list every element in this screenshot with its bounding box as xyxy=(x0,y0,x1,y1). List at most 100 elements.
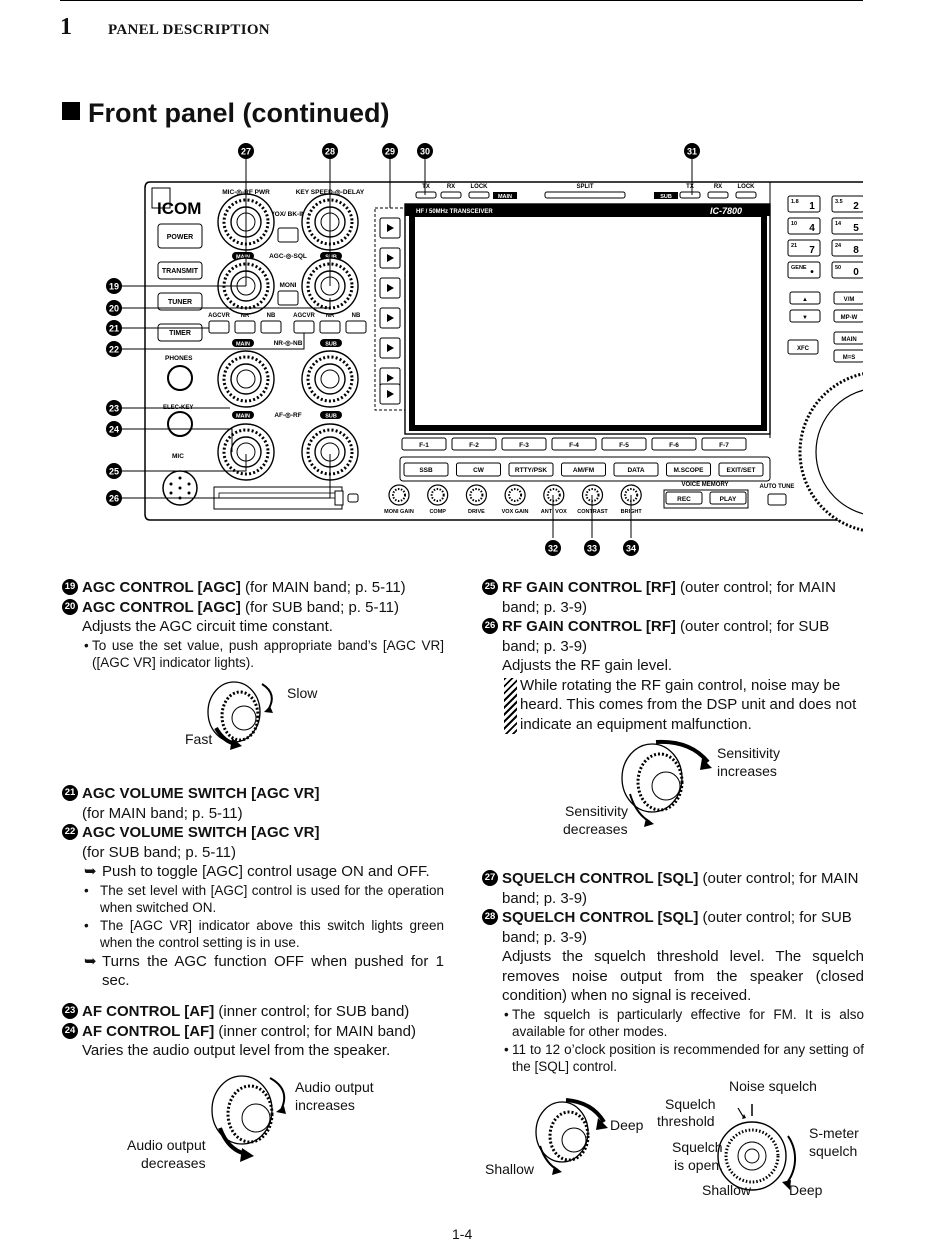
callout-left-5: 24 xyxy=(109,425,119,435)
callout-bottom-2: 34 xyxy=(626,544,636,554)
bottom-knob-label-1: MONI GAIN xyxy=(384,509,414,515)
af-rf-main-knob xyxy=(216,422,276,482)
callout-left-2: 21 xyxy=(109,324,119,334)
fast-label: Fast xyxy=(185,731,212,747)
sub-tag-2: SUB xyxy=(325,342,337,348)
keypad-key-5: 8 xyxy=(853,245,859,256)
moni-label: MONI xyxy=(280,282,297,289)
mpw-key: MP-W xyxy=(841,315,858,321)
callout-28-icon: 28 xyxy=(482,909,498,925)
bottom-knob-3 xyxy=(465,484,488,506)
bottom-knob-label-4: VOX GAIN xyxy=(502,509,529,515)
square-bullet-icon xyxy=(62,102,80,120)
bottom-knob-4 xyxy=(504,484,527,506)
agc-bullet: To use the set value, push appropriate b… xyxy=(62,637,444,672)
callout-bottom-1: 33 xyxy=(587,544,597,554)
callout-left-4: 23 xyxy=(109,404,119,414)
agc-knob-figure: Slow Fast xyxy=(185,681,318,750)
keypad-key-4: 7 xyxy=(809,245,815,256)
keypad-key-0: 1 xyxy=(809,201,815,212)
lock-label-sub: LOCK xyxy=(738,184,756,190)
bottom-knob-5 xyxy=(542,484,565,506)
callout-left-6: 25 xyxy=(109,467,119,477)
section-title: Front panel (continued) xyxy=(62,98,389,129)
mode-key-6: M.SCOPE xyxy=(674,467,705,474)
keypad-band-5: 24 xyxy=(835,243,842,249)
rx-label-sub: RX xyxy=(714,184,722,190)
agc-sql-label: AGC-◎-SQL xyxy=(269,253,307,260)
mode-key-3: RTTY/PSK xyxy=(515,467,547,474)
tx-label-sub: TX xyxy=(686,184,694,190)
af-knob-figure: Audio output increases Audio output decr… xyxy=(127,1075,374,1171)
up-key: ▲ xyxy=(802,297,808,303)
audio-increases-1: Audio output xyxy=(295,1079,374,1095)
mode-key-1: SSB xyxy=(419,467,433,474)
callout-22-icon: 22 xyxy=(62,824,78,840)
sql-bullet-1: The squelch is particularly effective fo… xyxy=(482,1006,864,1041)
nr-nb-main-knob xyxy=(216,349,276,409)
fkey-2: F-2 xyxy=(469,442,479,449)
moni-button xyxy=(277,290,299,306)
push-bullet-1: The set level with [AGC] control is used… xyxy=(62,882,444,917)
callout-bottom-0: 32 xyxy=(548,544,558,554)
callout-20-icon: 20 xyxy=(62,598,78,615)
nr-nb-sub-knob xyxy=(300,349,360,409)
callout-26-icon: 26 xyxy=(482,618,498,634)
split-label: SPLIT xyxy=(576,184,593,190)
rf-description: Adjusts the RF gain level. xyxy=(502,657,673,674)
deep-label-2: Deep xyxy=(789,1182,823,1198)
squelch-threshold-2: threshold xyxy=(657,1113,715,1129)
lock-label-main: LOCK xyxy=(471,184,489,190)
nr-nb-label: NR-◎-NB xyxy=(274,340,303,347)
bottom-knob-label-5: ANTI VOX xyxy=(541,509,567,515)
keypad-band-0: 1.8 xyxy=(791,199,799,205)
tx-label-main: TX xyxy=(422,184,430,190)
callout-left-1: 20 xyxy=(109,304,119,314)
callout-top-1: 28 xyxy=(325,147,335,157)
xfc-key: XFC xyxy=(797,346,810,352)
fkey-1: F-1 xyxy=(419,442,429,449)
af-rf-label: AF-◎-RF xyxy=(274,412,301,419)
callout-left-3: 22 xyxy=(109,345,119,355)
sensitivity-increases-1: Sensitivity xyxy=(717,745,780,761)
sql-bullet-2: 11 to 12 o’clock position is recommended… xyxy=(482,1041,864,1076)
timer-button: TIMER xyxy=(169,330,191,337)
push-bullet-2: The [AGC VR] indicator above this switch… xyxy=(62,917,444,952)
fkey-6: F-6 xyxy=(669,442,679,449)
item-21-band: (for MAIN band; p. 5-11) xyxy=(82,804,243,822)
nr-label-main: NR xyxy=(241,313,250,319)
hold-instruction: ➥Turns the AGC function OFF when pushed … xyxy=(84,952,444,990)
squelch-open-1: Squelch xyxy=(672,1139,723,1155)
fkey-4: F-4 xyxy=(569,442,579,449)
main-key: MAIN xyxy=(841,337,856,343)
rec-button: REC xyxy=(677,496,691,503)
vox-label: VOX/ BK-IN xyxy=(270,211,306,218)
arrow-icon-2: ➥ xyxy=(84,952,97,970)
audio-increases-2: increases xyxy=(295,1097,355,1113)
item-22-band: (for SUB band; p. 5-11) xyxy=(82,843,236,861)
keypad-band-7: 50 xyxy=(835,265,841,271)
callout-19-icon: 19 xyxy=(62,579,78,595)
fkey-5: F-5 xyxy=(619,442,629,449)
shallow-label: Shallow xyxy=(485,1161,535,1177)
rf-note: While rotating the RF gain control, nois… xyxy=(482,676,864,735)
chapter-title: PANEL DESCRIPTION xyxy=(108,22,270,38)
callout-left-7: 26 xyxy=(109,494,119,504)
sql-figure: Deep Shallow Noise squelch Squelch thres… xyxy=(485,1078,859,1198)
smeter-squelch-2: squelch xyxy=(809,1143,857,1159)
callout-top-0: 27 xyxy=(241,147,251,157)
callout-27-icon: 27 xyxy=(482,870,498,886)
keypad-band-3: 14 xyxy=(835,221,842,227)
power-button: POWER xyxy=(167,234,193,241)
squelch-threshold-1: Squelch xyxy=(665,1096,716,1112)
